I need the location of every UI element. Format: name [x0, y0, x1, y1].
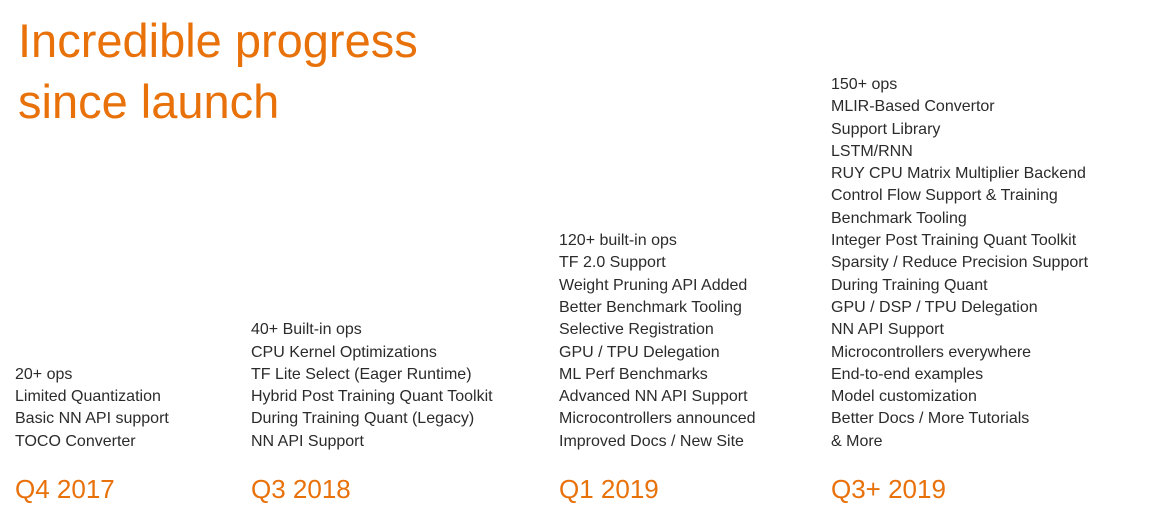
list-item: Hybrid Post Training Quant Toolkit: [251, 388, 493, 406]
list-item: Integer Post Training Quant Toolkit: [831, 232, 1077, 250]
list-item: MLIR-Based Convertor: [831, 98, 995, 116]
list-item: TF 2.0 Support: [559, 254, 666, 272]
list-item: NN API Support: [831, 321, 944, 339]
quarter-label: Q1 2019: [559, 474, 659, 504]
list-item: GPU / TPU Delegation: [559, 343, 720, 361]
list-item: NN API Support: [251, 432, 364, 450]
list-item: & More: [831, 432, 883, 450]
list-item: Basic NN API support: [15, 410, 169, 428]
list-item: 120+ built-in ops: [559, 232, 677, 250]
list-item: End-to-end examples: [831, 365, 984, 383]
list-item: Weight Pruning API Added: [559, 276, 748, 294]
list-item: Better Docs / More Tutorials: [831, 410, 1030, 428]
list-item: 150+ ops: [831, 75, 898, 93]
list-item: Better Benchmark Tooling: [559, 298, 742, 316]
list-item: Support Library: [831, 120, 941, 138]
timeline-column-q4-2017: 20+ ops Limited Quantization Basic NN AP…: [15, 364, 169, 517]
list-item: CPU Kernel Optimizations: [251, 343, 437, 361]
list-item: RUY CPU Matrix Multiplier Backend: [831, 165, 1086, 183]
list-item: 40+ Built-in ops: [251, 321, 362, 339]
list-item: Advanced NN API Support: [559, 388, 748, 406]
list-item: Improved Docs / New Site: [559, 432, 744, 450]
quarter-label: Q3+ 2019: [831, 474, 946, 504]
list-item: 20+ ops: [15, 365, 73, 383]
timeline-column-q1-2019: 120+ built-in ops TF 2.0 Support Weight …: [559, 230, 756, 517]
feature-list: 20+ ops Limited Quantization Basic NN AP…: [15, 364, 169, 453]
slide-title: Incredible progress since launch: [18, 10, 418, 132]
list-item: During Training Quant: [831, 276, 988, 294]
list-item: Microcontrollers everywhere: [831, 343, 1032, 361]
list-item: Model customization: [831, 388, 977, 406]
list-item: Control Flow Support & Training: [831, 187, 1058, 205]
list-item: Selective Registration: [559, 321, 714, 339]
quarter-label: Q3 2018: [251, 474, 351, 504]
list-item: ML Perf Benchmarks: [559, 365, 708, 383]
slide-title-line: since launch: [18, 75, 280, 128]
list-item: Microcontrollers announced: [559, 410, 756, 428]
list-item: GPU / DSP / TPU Delegation: [831, 298, 1038, 316]
list-item: Benchmark Tooling: [831, 209, 967, 227]
list-item: TF Lite Select (Eager Runtime): [251, 365, 472, 383]
list-item: LSTM/RNN: [831, 142, 913, 160]
list-item: Sparsity / Reduce Precision Support: [831, 254, 1089, 272]
timeline-column-q3-plus-2019: 150+ ops MLIR-Based Convertor Support Li…: [831, 74, 1088, 517]
list-item: During Training Quant (Legacy): [251, 410, 475, 428]
slide-title-line: Incredible progress: [18, 14, 418, 67]
list-item: Limited Quantization: [15, 388, 161, 406]
timeline-column-q3-2018: 40+ Built-in ops CPU Kernel Optimization…: [251, 319, 493, 517]
feature-list: 120+ built-in ops TF 2.0 Support Weight …: [559, 230, 756, 453]
feature-list: 150+ ops MLIR-Based Convertor Support Li…: [831, 74, 1088, 453]
list-item: TOCO Converter: [15, 432, 136, 450]
feature-list: 40+ Built-in ops CPU Kernel Optimization…: [251, 319, 493, 453]
quarter-label: Q4 2017: [15, 474, 115, 504]
